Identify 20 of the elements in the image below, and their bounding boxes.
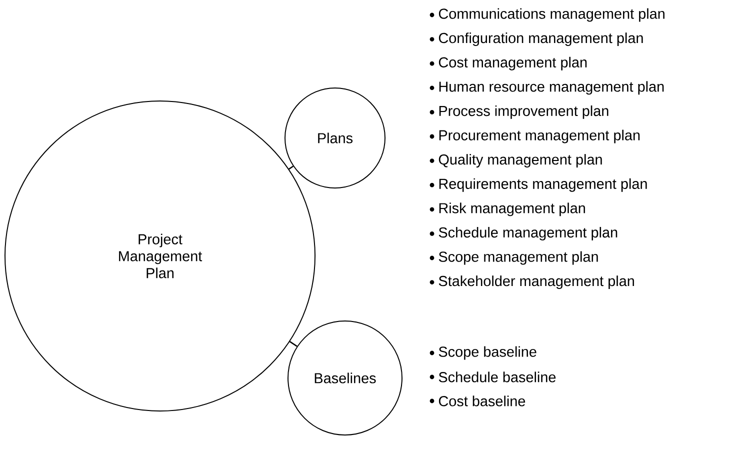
bullet-item: Procurement management plan <box>430 130 640 144</box>
bullet-item: Scope management plan <box>430 251 598 265</box>
bullet-item: Process improvement plan <box>430 105 608 119</box>
connector-line <box>288 166 294 170</box>
bullet-item: Stakeholder management plan <box>430 276 634 290</box>
circle-node: Project Management Plan <box>4 100 316 412</box>
bullet-item: Human resource management plan <box>430 81 664 95</box>
bullet-item: Schedule baseline <box>430 372 556 382</box>
bullet-item: Cost baseline <box>430 396 526 406</box>
bullet-item: Cost management plan <box>430 56 587 70</box>
circle-node: Plans <box>284 88 386 188</box>
bullet-item: Risk management plan <box>430 202 585 216</box>
connector-line <box>289 341 298 347</box>
bullet-item: Quality management plan <box>430 154 602 168</box>
bullet-item: Communications management plan <box>430 8 664 22</box>
bullet-item: Scope baseline <box>430 346 536 360</box>
bullet-item: Requirements management plan <box>430 178 647 192</box>
bullet-item: Configuration management plan <box>430 32 643 46</box>
circle-node: Baselines <box>288 320 402 436</box>
bullet-item: Schedule management plan <box>430 226 618 240</box>
